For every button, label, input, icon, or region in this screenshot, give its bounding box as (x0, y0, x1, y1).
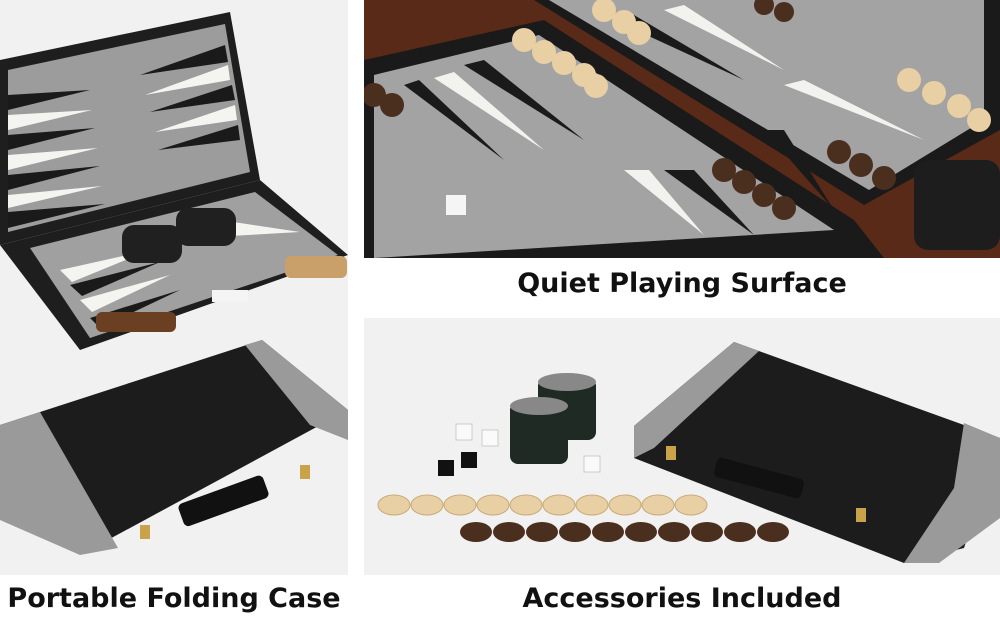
caption-portable-folding-case: Portable Folding Case (7, 583, 341, 614)
accessories-image (364, 318, 1000, 575)
playing-surface-closeup-image (364, 0, 1000, 258)
caption-accessories-included: Accessories Included (522, 583, 842, 614)
caption-quiet-playing-surface: Quiet Playing Surface (517, 268, 847, 299)
open-and-closed-case-image (0, 0, 348, 575)
